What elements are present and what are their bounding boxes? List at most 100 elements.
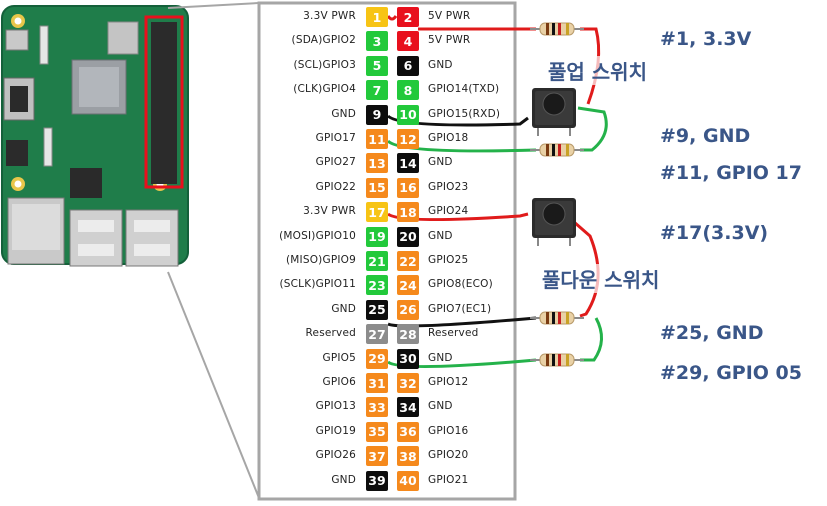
resistor-icon	[530, 143, 584, 157]
pin-right-label: GPIO14(TXD)	[428, 83, 500, 96]
pin-left-label: GPIO5	[322, 351, 356, 364]
pullup-wiring	[386, 15, 608, 157]
pin-left-label: (SCLK)GPIO11	[279, 278, 356, 291]
pin-left-label: GPIO19	[315, 424, 356, 437]
pin-number-even: 34	[397, 397, 419, 418]
pin-left-label: GPIO6	[322, 376, 356, 388]
zoom-line-bottom	[167, 271, 260, 499]
pin-left-label: GND	[331, 107, 356, 120]
wire-gpio17-pin11	[386, 139, 537, 153]
pin-right-label: GND	[428, 229, 453, 242]
pin-number-even: 38	[397, 446, 419, 467]
pin-left-label: GPIO26	[315, 449, 356, 462]
pin-number-even: 14	[397, 153, 419, 174]
pin-number-odd: 39	[366, 470, 388, 491]
resistor-icon	[530, 353, 584, 367]
micro-usb-port	[5, 29, 29, 51]
pin-number-even: 2	[397, 7, 419, 27]
pin-right-label: GPIO12	[428, 376, 469, 388]
pin-right-label: GPIO8(ECO)	[428, 278, 493, 291]
wire-gpio05-pin29	[387, 358, 537, 369]
pin-number-odd: 19	[366, 226, 388, 247]
pullup-title: 풀업 스위치	[548, 56, 647, 85]
pin-number-even: 20	[397, 226, 419, 247]
pin-number-odd: 11	[366, 129, 388, 149]
pin-number-odd: 27	[366, 324, 388, 345]
pin-right-label: GPIO23	[428, 180, 469, 193]
pin-number-even: 12	[397, 129, 419, 149]
pin17-note: #17(3.3V)	[660, 222, 769, 244]
zoom-line-top	[167, 2, 260, 9]
pin-number-even: 40	[397, 470, 419, 491]
pin-right-label: GND	[428, 58, 453, 71]
pin-number-odd: 29	[366, 348, 388, 369]
pin-number-even: 8	[397, 80, 419, 101]
pin-number-even: 26	[397, 299, 419, 320]
wire-pin1-pin2	[386, 15, 398, 21]
pin-right-label: GPIO15(RXD)	[428, 107, 501, 120]
pin1-note: #1, 3.3V	[660, 28, 752, 50]
pin-number-even: 22	[397, 251, 419, 271]
pin-number-odd: 33	[366, 397, 388, 418]
pin-number-odd: 1	[366, 7, 388, 27]
wire-3v3-pin17	[387, 212, 529, 222]
pin9-note: #9, GND	[660, 125, 751, 147]
pin-right-label: Reserved	[428, 327, 479, 340]
pin-left-label: (SCL)GPIO3	[293, 58, 356, 71]
pin-left-label: GPIO22	[315, 180, 356, 193]
pin-right-label: GND	[428, 351, 453, 364]
pin-number-even: 36	[397, 421, 419, 442]
wifi-module	[107, 21, 139, 55]
pin-number-even: 10	[397, 104, 419, 125]
usb-port-pair	[69, 209, 123, 267]
pin-left-label: GND	[331, 473, 356, 486]
pin-number-odd: 13	[366, 153, 388, 174]
pin-left-label: GPIO13	[315, 400, 356, 413]
pin-right-label: GPIO21	[428, 473, 469, 486]
pin-right-label: GPIO16	[428, 424, 469, 437]
gpio-header-highlight	[144, 15, 184, 189]
pin-number-odd: 35	[366, 421, 388, 442]
pin-left-label: GND	[331, 302, 356, 315]
wire-resistor-junction	[580, 317, 603, 362]
pin-number-odd: 25	[366, 299, 388, 320]
pin-number-even: 28	[397, 324, 419, 345]
pin-number-odd: 9	[366, 104, 388, 125]
pin-left-label: (MISO)GPIO9	[286, 254, 356, 266]
pin-left-label: 3.3V PWR	[303, 205, 356, 218]
usb-controller-chip	[70, 168, 102, 198]
pulldown-title: 풀다운 스위치	[542, 264, 660, 293]
pin-left-label: GPIO17	[315, 132, 356, 144]
pin-number-odd: 15	[366, 177, 388, 198]
pin-number-odd: 7	[366, 80, 388, 101]
pin-number-odd: 21	[366, 251, 388, 271]
pin-number-even: 18	[397, 202, 419, 223]
pin-left-label: (MOSI)GPIO10	[279, 229, 356, 242]
pin25-note: #25, GND	[660, 322, 764, 344]
pin-number-even: 16	[397, 177, 419, 198]
usb-port-pair	[125, 209, 179, 267]
pin-right-label: 5V PWR	[428, 34, 471, 47]
pin-number-even: 32	[397, 373, 419, 393]
wire-gnd-pin9	[386, 114, 529, 127]
pin-right-label: GND	[428, 156, 453, 169]
gpio-header	[151, 22, 177, 184]
resistor-icon	[530, 22, 584, 36]
pin-number-odd: 17	[366, 202, 388, 223]
pin-left-label: (SDA)GPIO2	[291, 34, 356, 47]
pin-number-odd: 3	[366, 31, 388, 52]
pin-number-even: 24	[397, 275, 419, 296]
pin-right-label: GPIO25	[428, 254, 469, 266]
pin-right-label: 5V PWR	[428, 10, 471, 22]
pin-right-label: GPIO18	[428, 132, 469, 144]
audio-jack	[6, 140, 28, 166]
pin11-note: #11, GPIO 17	[660, 162, 802, 184]
pin-number-even: 4	[397, 31, 419, 52]
tactile-push-button-icon	[532, 198, 576, 246]
wire-gnd-pin25	[387, 316, 537, 328]
resistor-icon	[530, 311, 584, 325]
pin29-note: #29, GPIO 05	[660, 362, 802, 384]
pin-right-label: GPIO20	[428, 449, 469, 462]
pin-left-label: (CLK)GPIO4	[293, 83, 356, 96]
